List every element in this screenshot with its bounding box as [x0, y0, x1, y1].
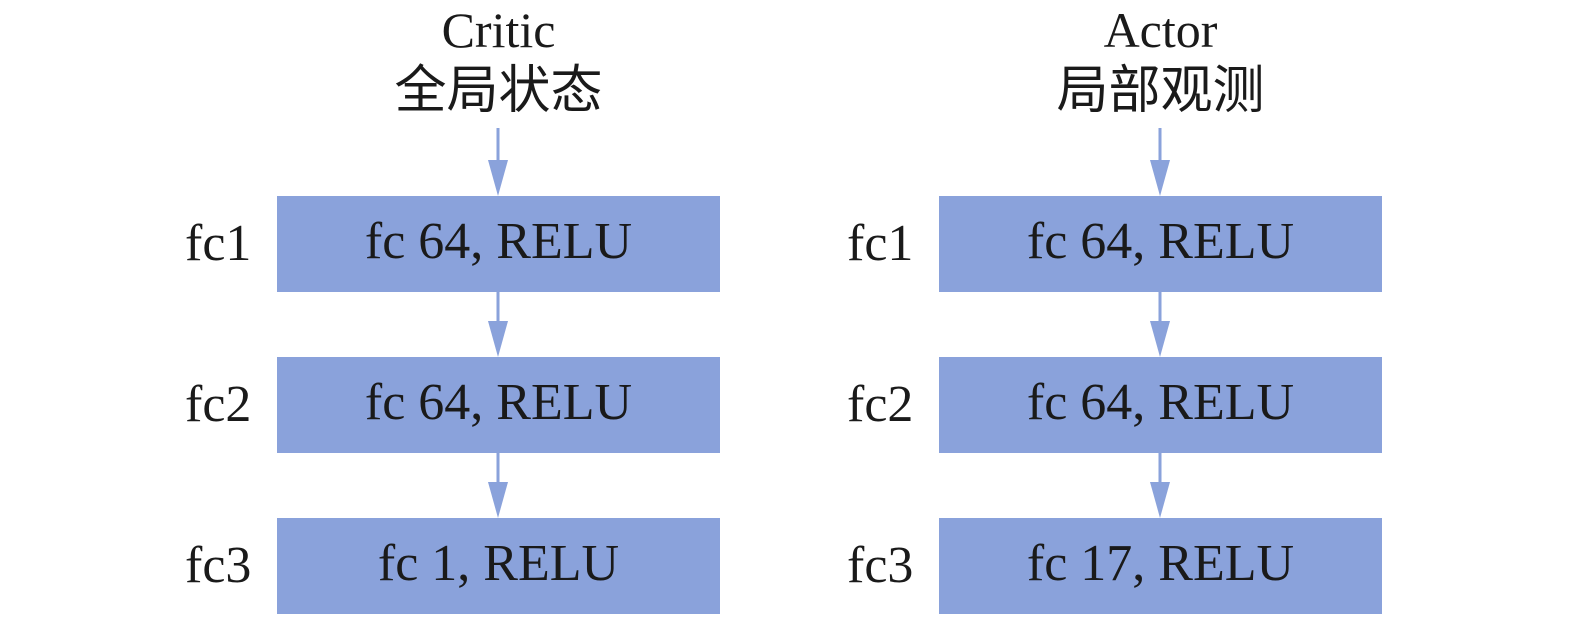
arrow-down-icon: [486, 291, 510, 357]
actor-network: Actor 局部观测 fc1 fc 64, RELU fc2 fc 64, RE…: [842, 0, 1562, 617]
arrow-down-icon: [1148, 452, 1172, 518]
actor-title: Actor: [1103, 2, 1218, 58]
arrow-down-icon: [486, 128, 510, 196]
layer-label-fc1: fc1: [185, 215, 252, 272]
layer-box-fc2: fc 64, RELU: [939, 357, 1382, 453]
layer-box-fc2: fc 64, RELU: [277, 357, 720, 453]
critic-title: Critic: [441, 2, 556, 58]
arrow-down-icon: [1148, 291, 1172, 357]
layer-box-fc3: fc 17, RELU: [939, 518, 1382, 614]
layer-label-fc3: fc3: [847, 537, 914, 594]
layer-label-fc3: fc3: [185, 537, 252, 594]
layer-box-fc3: fc 1, RELU: [277, 518, 720, 614]
arrow-down-icon: [486, 452, 510, 518]
layer-label-fc1: fc1: [847, 215, 914, 272]
critic-network: Critic 全局状态 fc1 fc 64, RELU fc2 fc 64, R…: [180, 0, 900, 617]
critic-input-label: 全局状态: [394, 63, 603, 120]
actor-input-label: 局部观测: [1056, 63, 1265, 120]
layer-box-fc1: fc 64, RELU: [277, 196, 720, 292]
layer-label-fc2: fc2: [185, 376, 252, 433]
layer-label-fc2: fc2: [847, 376, 914, 433]
arrow-down-icon: [1148, 128, 1172, 196]
layer-box-fc1: fc 64, RELU: [939, 196, 1382, 292]
